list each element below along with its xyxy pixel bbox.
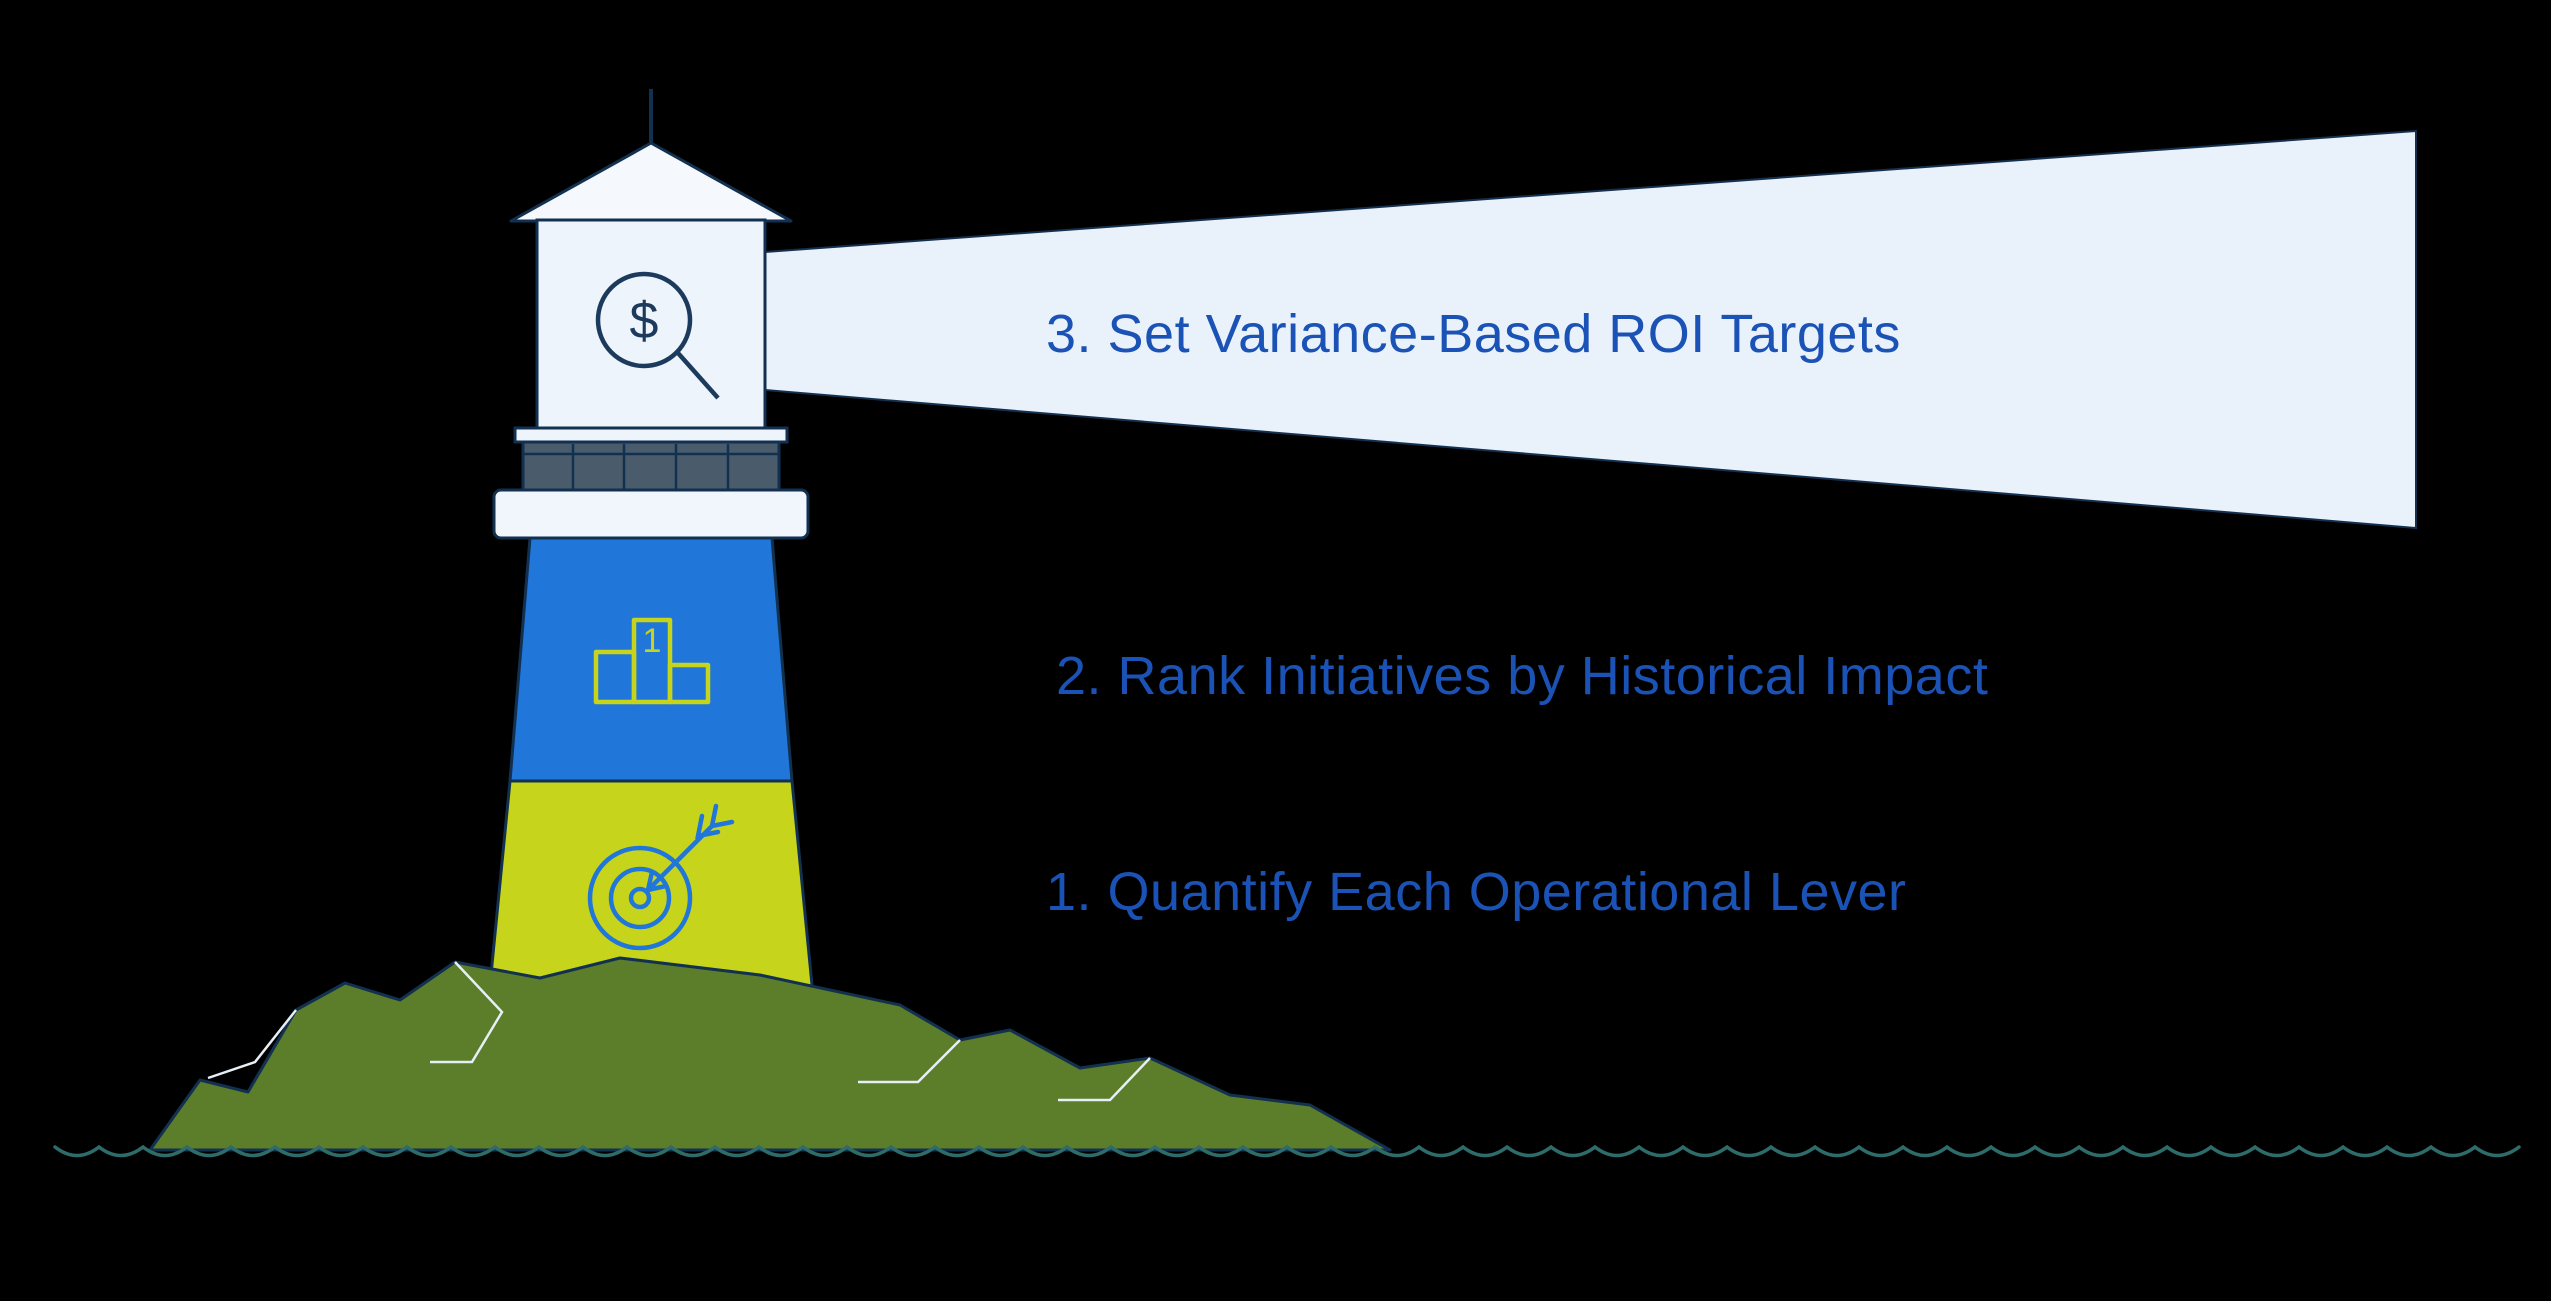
water-line	[53, 1144, 2521, 1158]
podium-rank-icon: 1	[593, 617, 711, 705]
target-dart-icon	[587, 803, 735, 951]
ledge	[492, 488, 810, 540]
step-2-label: 2. Rank Initiatives by Historical Impact	[1056, 646, 1989, 706]
gallery-railing	[521, 440, 781, 494]
lamp-sill	[513, 426, 789, 444]
step-1-label: 1. Quantify Each Operational Lever	[1046, 862, 1907, 922]
step-3-label: 3. Set Variance-Based ROI Targets	[1046, 304, 1901, 364]
rank-number: 1	[643, 622, 662, 660]
rocks	[148, 956, 1392, 1152]
dollar-magnifier-icon: $	[595, 271, 720, 400]
lamp-room	[535, 218, 767, 434]
dollar-symbol: $	[630, 292, 659, 350]
lighthouse-roof	[509, 141, 793, 223]
